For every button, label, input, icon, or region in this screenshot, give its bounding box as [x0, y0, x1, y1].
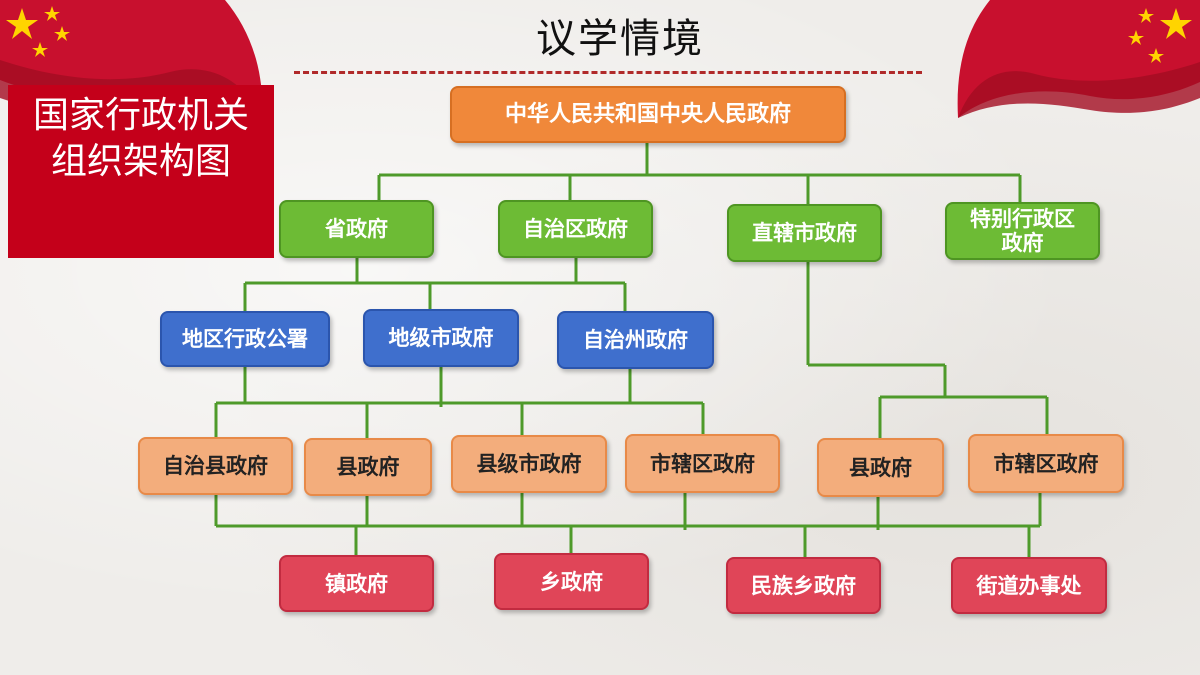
flag-right-decoration: [957, 0, 1200, 118]
caption-line-1: 国家行政机关: [32, 95, 249, 136]
node-autonomous-prefecture: 自治州政府: [557, 311, 714, 369]
node-city-district: 市辖区政府: [625, 434, 780, 493]
node-ethnic-township: 民族乡政府: [726, 557, 881, 614]
node-central-government: 中华人民共和国中央人民政府: [450, 86, 846, 143]
node-autonomous-county: 自治县政府: [138, 437, 293, 495]
diagram-caption-panel: 国家行政机关 组织架构图: [8, 85, 274, 258]
node-municipality: 直辖市政府: [727, 204, 882, 262]
node-prefecture-city: 地级市政府: [363, 309, 519, 367]
node-autonomous-region: 自治区政府: [498, 200, 653, 258]
node-subdistrict-office: 街道办事处: [951, 557, 1107, 614]
node-city-district-2: 市辖区政府: [968, 434, 1124, 493]
node-county: 县政府: [304, 438, 432, 496]
node-province: 省政府: [279, 200, 434, 258]
caption-line-2: 组织架构图: [50, 141, 231, 182]
node-town: 镇政府: [279, 555, 434, 612]
node-prefecture-office: 地区行政公署: [160, 311, 330, 367]
node-township: 乡政府: [494, 553, 649, 610]
node-special-administrative-region: 特别行政区政府: [945, 202, 1100, 260]
title-divider: [294, 71, 922, 74]
page-title: 议学情境: [536, 16, 704, 62]
node-county-2: 县政府: [817, 438, 944, 497]
node-county-level-city: 县级市政府: [451, 435, 607, 493]
